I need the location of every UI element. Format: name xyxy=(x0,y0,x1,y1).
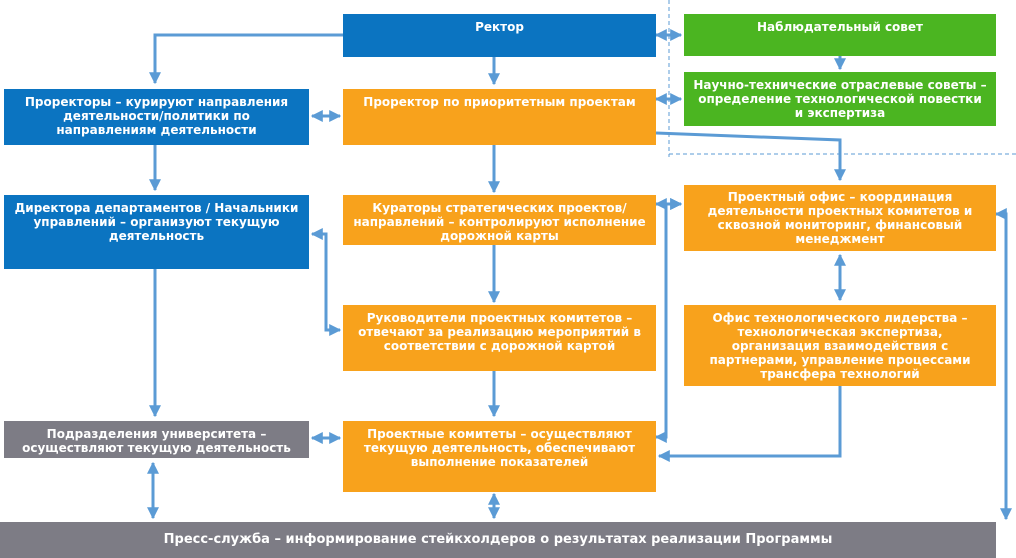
box-directors: Директора департаментов / Начальники упр… xyxy=(4,195,309,269)
box-scitech-councils: Научно-технические отраслевые советы – о… xyxy=(684,72,996,126)
box-university-units: Подразделения университета – осуществляю… xyxy=(4,421,309,458)
box-project-committees: Проектные комитеты – осуществляют текущу… xyxy=(343,421,656,492)
arrow-project-office-press xyxy=(994,208,1012,521)
box-supervisory-board: Наблюдательный совет xyxy=(684,14,996,56)
vice-rectors-label: Проректоры – курируют направления деятел… xyxy=(24,95,289,137)
university-units-label: Подразделения университета – осуществляю… xyxy=(22,427,291,455)
rector-label: Ректор xyxy=(475,20,524,34)
box-rector: Ректор xyxy=(343,14,656,57)
press-service-label: Пресс-служба – информирование стейкхолде… xyxy=(163,532,833,547)
box-project-office: Проектный офис – координация деятельност… xyxy=(684,185,996,251)
arrow-directors-committee-heads xyxy=(310,228,342,336)
box-press-service: Пресс-служба – информирование стейкхолде… xyxy=(0,522,996,558)
arrow-tech-office-to-committees xyxy=(657,386,842,462)
box-committee-heads: Руководители проектных комитетов – отвеч… xyxy=(343,305,656,371)
supervisory-board-label: Наблюдательный совет xyxy=(756,20,923,34)
scitech-councils-label: Научно-технические отраслевые советы – о… xyxy=(693,78,987,120)
arrow-project-office-committees xyxy=(654,198,683,443)
curators-label: Кураторы стратегических проектов/направл… xyxy=(353,201,646,243)
project-office-label: Проектный офис – координация деятельност… xyxy=(707,190,973,246)
box-vice-rectors: Проректоры – курируют направления деятел… xyxy=(4,89,309,145)
committee-heads-label: Руководители проектных комитетов – отвеч… xyxy=(358,311,641,353)
box-tech-leadership-office: Офис технологического лидерства – технол… xyxy=(684,305,996,386)
vice-rector-priority-label: Проректор по приоритетным проектам xyxy=(363,95,636,109)
project-committees-label: Проектные комитеты – осуществляют текущу… xyxy=(363,427,636,469)
arrow-priority-to-project-office xyxy=(655,131,846,182)
box-vice-rector-priority: Проректор по приоритетным проектам xyxy=(343,89,656,145)
box-curators: Кураторы стратегических проектов/направл… xyxy=(343,195,656,245)
arrow-rector-to-vice-rectors xyxy=(149,33,343,85)
tech-leadership-office-label: Офис технологического лидерства – технол… xyxy=(709,310,971,381)
directors-label: Директора департаментов / Начальники упр… xyxy=(14,201,299,243)
